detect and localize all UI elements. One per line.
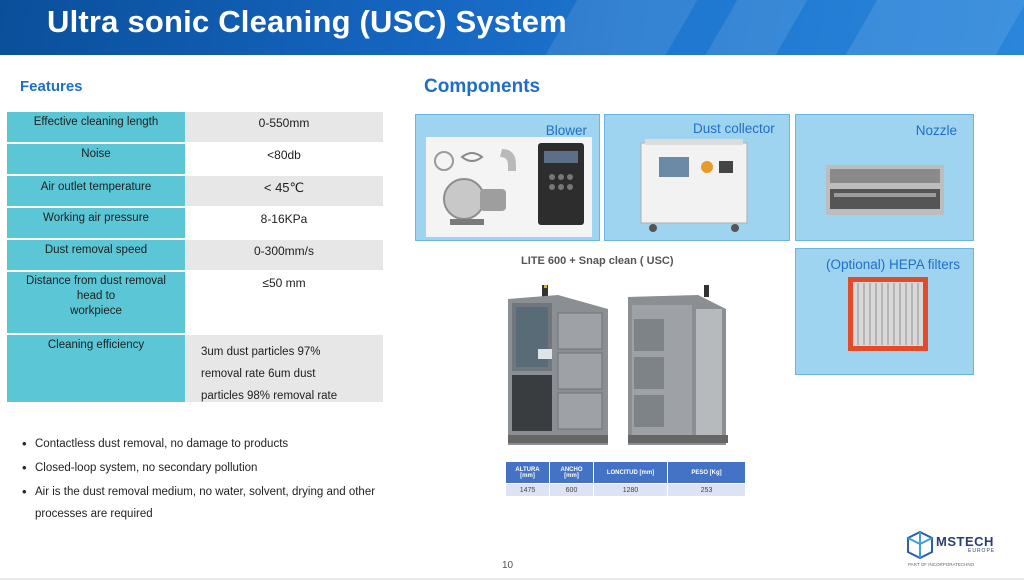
feature-value: ≤50 mm	[185, 272, 383, 333]
machine-image	[508, 285, 728, 445]
feature-label: Working air pressure	[7, 208, 185, 238]
feature-label: Noise	[7, 144, 185, 174]
feature-value-line: removal rate 6um dust	[201, 368, 316, 380]
feature-value-line: 3um dust particles 97%	[201, 346, 321, 358]
blower-panel: Blower	[415, 114, 600, 241]
footer-divider	[0, 578, 1024, 580]
hepa-label: (Optional) HEPA filters	[826, 257, 961, 272]
spec-value: 600	[549, 483, 594, 497]
blower-label: Blower	[545, 123, 587, 138]
dust-collector-image	[640, 139, 748, 232]
feature-bullets: Contactless dust removal, no damage to p…	[22, 436, 402, 533]
features-heading: Features	[20, 78, 83, 95]
machine-title: LITE 600 + Snap clean ( USC)	[521, 255, 674, 267]
nozzle-label: Nozzle	[915, 123, 957, 138]
spec-header-line: ALTURA	[515, 466, 540, 473]
page-title: Ultra sonic Cleaning (USC) System	[47, 4, 567, 39]
table-row: ALTURA [mm] ANCHO [mm] LONCITUD [mm] PES…	[505, 461, 746, 484]
spec-header: LONCITUD [mm]	[593, 461, 668, 484]
spec-value: 253	[667, 483, 746, 497]
table-row: Working air pressure 8-16KPa	[7, 206, 383, 238]
nozzle-image	[826, 165, 944, 215]
feature-label: Distance from dust removal head to workp…	[7, 272, 185, 333]
spec-header: ALTURA [mm]	[505, 461, 550, 484]
hepa-filter-image	[848, 277, 928, 351]
list-item: Air is the dust removal medium, no water…	[22, 481, 402, 525]
feature-value: 0-300mm/s	[185, 240, 383, 270]
spec-header-line: [mm]	[564, 472, 579, 479]
spec-header-line: [mm]	[520, 472, 535, 479]
feature-label: Dust removal speed	[7, 240, 185, 270]
spec-header-line: ANCHO	[560, 466, 583, 473]
logo-sub: EUROPE	[968, 548, 996, 554]
list-item: Contactless dust removal, no damage to p…	[22, 436, 402, 452]
table-row: Dust removal speed 0-300mm/s	[7, 238, 383, 270]
feature-value-line: particles 98% removal rate	[201, 390, 338, 402]
spec-table: ALTURA [mm] ANCHO [mm] LONCITUD [mm] PES…	[505, 461, 746, 497]
feature-label-line: Distance from dust removal	[26, 275, 166, 287]
feature-value: 3um dust particles 97% removal rate 6um …	[185, 335, 383, 402]
table-row: Air outlet temperature < 45℃	[7, 174, 383, 206]
table-row: Noise <80db	[7, 142, 383, 174]
feature-value: < 45℃	[185, 176, 383, 206]
feature-label: Cleaning efficiency	[7, 335, 185, 402]
hepa-panel: (Optional) HEPA filters	[795, 248, 974, 375]
feature-value: 0-550mm	[185, 112, 383, 142]
components-heading: Components	[424, 76, 541, 97]
spec-header: ANCHO [mm]	[549, 461, 594, 484]
logo-tag: PART OF INCORPORATECHNO	[908, 562, 975, 567]
list-item: Closed-loop system, no secondary polluti…	[22, 460, 402, 476]
nozzle-panel: Nozzle	[795, 114, 974, 241]
feature-label-line: workpiece	[70, 305, 122, 317]
title-banner: Ultra sonic Cleaning (USC) System	[0, 0, 1024, 55]
feature-label: Air outlet temperature	[7, 176, 185, 206]
feature-value: <80db	[185, 144, 383, 174]
table-row: Distance from dust removal head to workp…	[7, 270, 383, 333]
table-row: Effective cleaning length 0-550mm	[7, 110, 383, 142]
feature-label: Effective cleaning length	[7, 112, 185, 142]
company-logo: MSTECH EUROPE PART OF INCORPORATECHNO	[906, 528, 1014, 570]
page-number: 10	[502, 560, 514, 571]
mstech-cube-icon	[907, 530, 933, 560]
features-table: Effective cleaning length 0-550mm Noise …	[7, 110, 383, 402]
feature-label-line: head to	[76, 290, 116, 302]
logo-brand: MSTECH	[936, 534, 994, 549]
banner-stripe	[696, 0, 814, 55]
table-row: Cleaning efficiency 3um dust particles 9…	[7, 333, 383, 402]
spec-value: 1475	[505, 483, 550, 497]
blower-image	[426, 137, 592, 237]
feature-value: 8-16KPa	[185, 208, 383, 238]
spec-header: PESO [Kg]	[667, 461, 746, 484]
dust-collector-panel: Dust collector	[604, 114, 790, 241]
table-row: 1475 600 1280 253	[505, 483, 746, 497]
dust-collector-label: Dust collector	[693, 121, 775, 136]
banner-stripe	[836, 0, 1024, 55]
spec-value: 1280	[593, 483, 668, 497]
